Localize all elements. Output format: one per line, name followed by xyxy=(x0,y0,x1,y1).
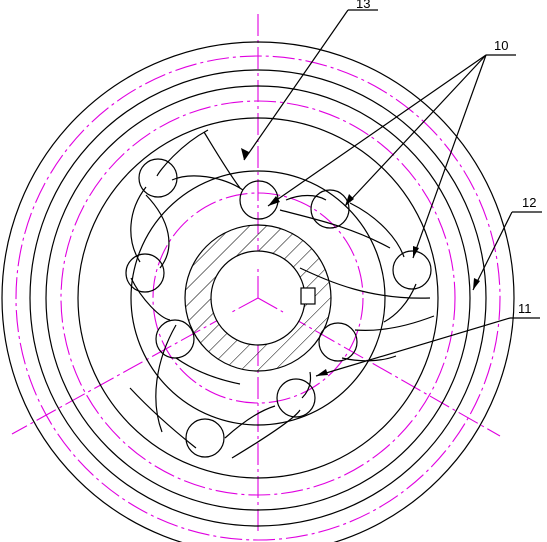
middle-pitch-circle xyxy=(60,100,456,496)
cam-curve-17 xyxy=(354,315,435,331)
rollers xyxy=(125,158,432,458)
cam-curve-15 xyxy=(383,283,417,323)
roller-7 xyxy=(318,322,358,362)
leader-10-line-b xyxy=(344,54,487,207)
roller-5 xyxy=(392,250,432,290)
cam-curve-2 xyxy=(203,131,241,189)
leader-10-line-a xyxy=(267,54,487,207)
callout-13: 13 xyxy=(356,0,370,11)
cam-curve-7 xyxy=(155,324,177,433)
leader-11-arrow xyxy=(316,369,328,376)
outer-rings xyxy=(1,41,515,542)
roller-4 xyxy=(125,253,165,293)
cam-curve-12 xyxy=(285,194,327,201)
bore-center-mark-left xyxy=(231,297,259,313)
leader-10-arrow-a xyxy=(268,196,280,206)
roller-3 xyxy=(310,189,350,229)
leader-12-line xyxy=(472,211,513,291)
bore-center-mark-right xyxy=(257,297,284,313)
cam-curve-5 xyxy=(130,277,171,321)
outer-ring-3 xyxy=(45,85,471,511)
cam-curve-4 xyxy=(130,186,147,263)
cam-curve-13 xyxy=(349,202,405,258)
leader-12-arrow xyxy=(473,278,480,290)
cam-curve-8 xyxy=(175,357,241,385)
callout-10: 10 xyxy=(494,38,508,53)
cam-curve-14 xyxy=(279,209,391,249)
cam-curve-1 xyxy=(156,129,209,177)
roller-pitch-circle xyxy=(152,192,364,404)
leader-10-arrow-c xyxy=(413,246,419,258)
shaft xyxy=(184,224,332,372)
cam-curve-19 xyxy=(301,371,312,399)
callout-12: 12 xyxy=(522,195,536,210)
roller-9 xyxy=(185,418,225,458)
outer-pitch-circle xyxy=(15,55,501,541)
roller-6 xyxy=(155,319,195,359)
outer-ring-1 xyxy=(1,41,515,542)
leader-13-arrow xyxy=(241,148,249,160)
cam-curve-11 xyxy=(231,409,301,459)
cage-inner-circle xyxy=(130,170,386,426)
roller-8 xyxy=(276,378,316,418)
leader-10-arrow-b xyxy=(345,194,354,206)
leader-11-line xyxy=(315,317,511,377)
cam-curve-9 xyxy=(129,387,197,449)
roller-2 xyxy=(239,180,279,220)
cam-curve-6 xyxy=(145,194,170,269)
shaft-outer-circle xyxy=(184,224,332,372)
leader-13-line xyxy=(243,9,349,161)
roller-1 xyxy=(138,158,178,198)
leader-10-line-c xyxy=(412,54,487,259)
outer-ring-2 xyxy=(29,69,487,527)
leaders xyxy=(241,9,542,377)
keyway xyxy=(300,287,316,305)
cam-curve-10 xyxy=(224,405,276,439)
callout-11: 11 xyxy=(518,301,532,316)
cage-outer-circle xyxy=(77,117,439,479)
